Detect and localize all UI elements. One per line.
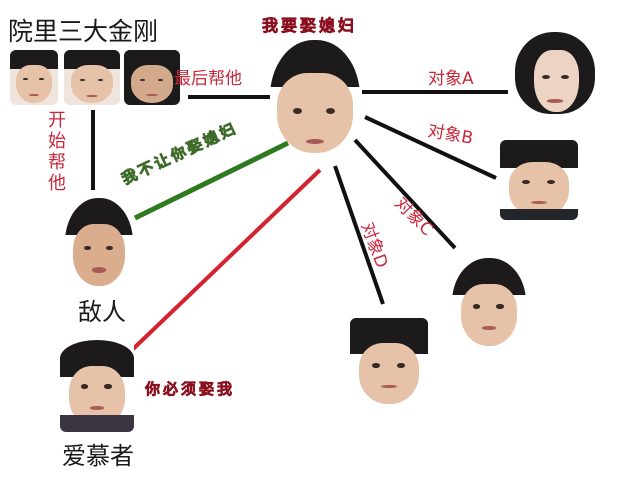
protagonist-caption: 我要娶媳妇 [262,16,358,36]
target-d-portrait [350,318,428,408]
edge-label-start-help: 开始帮他 [48,110,66,194]
edge-target-c [353,138,457,250]
enemy-label: 敌人 [78,298,126,326]
admirer-label: 爱慕者 [62,442,134,470]
elder-portrait-3 [124,50,180,105]
admirer-portrait [60,340,134,432]
enemy-portrait [65,198,133,290]
elder-portrait-1 [10,50,58,105]
target-b-portrait [500,140,578,220]
edge-label-finally-help: 最后帮他 [174,69,242,89]
elder-portrait-2 [64,50,120,105]
edge-label-target-a: 对象A [428,69,474,89]
protagonist-portrait [270,40,360,158]
target-c-portrait [452,258,526,350]
elders-group-title: 院里三大金刚 [8,17,159,46]
target-a-portrait [515,32,595,114]
edge-target-d [333,165,385,305]
edge-target-b [364,115,497,180]
edge-admirer-protagonist [130,168,322,352]
edge-label-must-marry-me: 你必须娶我 [145,380,236,399]
edge-enemy-protagonist [133,140,290,221]
